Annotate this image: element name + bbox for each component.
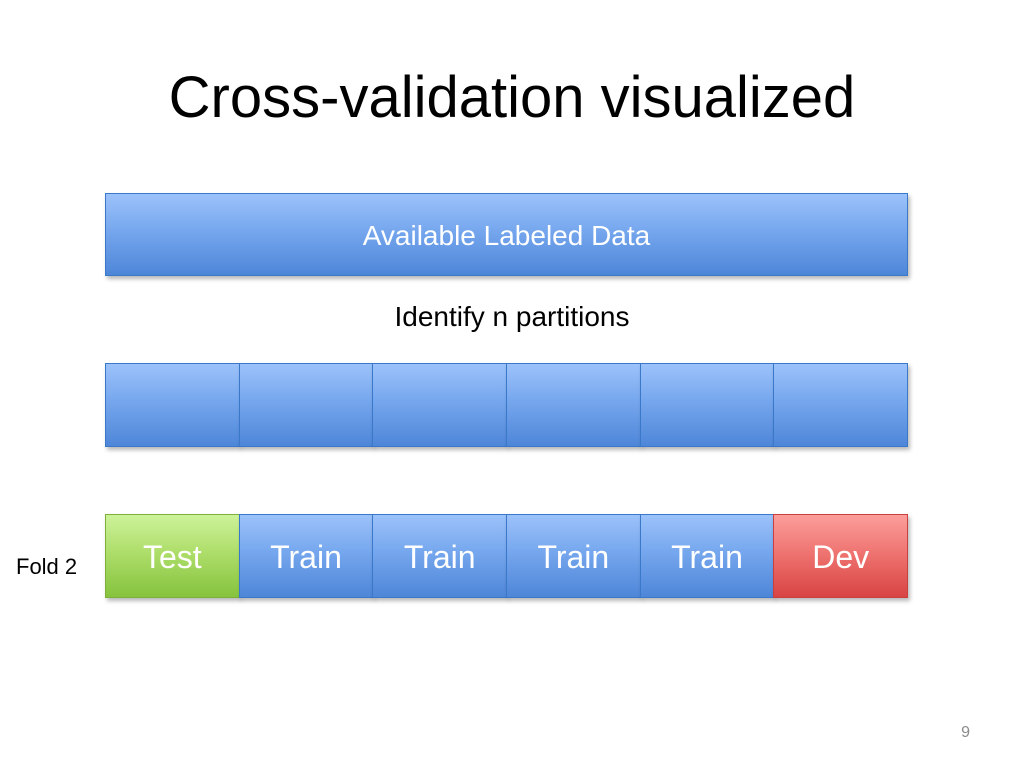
page-number: 9	[961, 724, 970, 741]
fold-cell-test: Test	[105, 514, 240, 598]
fold-row: Test Train Train Train Train Dev	[105, 514, 909, 598]
slide-title: Cross-validation visualized	[168, 65, 856, 130]
fold-cell-train: Train	[372, 514, 508, 598]
partition-row	[105, 363, 909, 447]
fold-cell-dev: Dev	[773, 514, 909, 598]
fold-label: Fold 2	[16, 554, 78, 579]
partition-box	[506, 363, 641, 447]
available-labeled-data-box: Available Labeled Data	[105, 193, 908, 276]
partition-box	[238, 363, 374, 447]
fold-cell-train: Train	[238, 514, 374, 598]
partition-box	[105, 363, 240, 447]
partition-box	[773, 363, 909, 447]
fold-cell-train: Train	[506, 514, 641, 598]
fold-cell-train: Train	[639, 514, 775, 598]
partition-box	[639, 363, 775, 447]
partition-caption: Identify n partitions	[394, 301, 630, 332]
partition-box	[372, 363, 508, 447]
